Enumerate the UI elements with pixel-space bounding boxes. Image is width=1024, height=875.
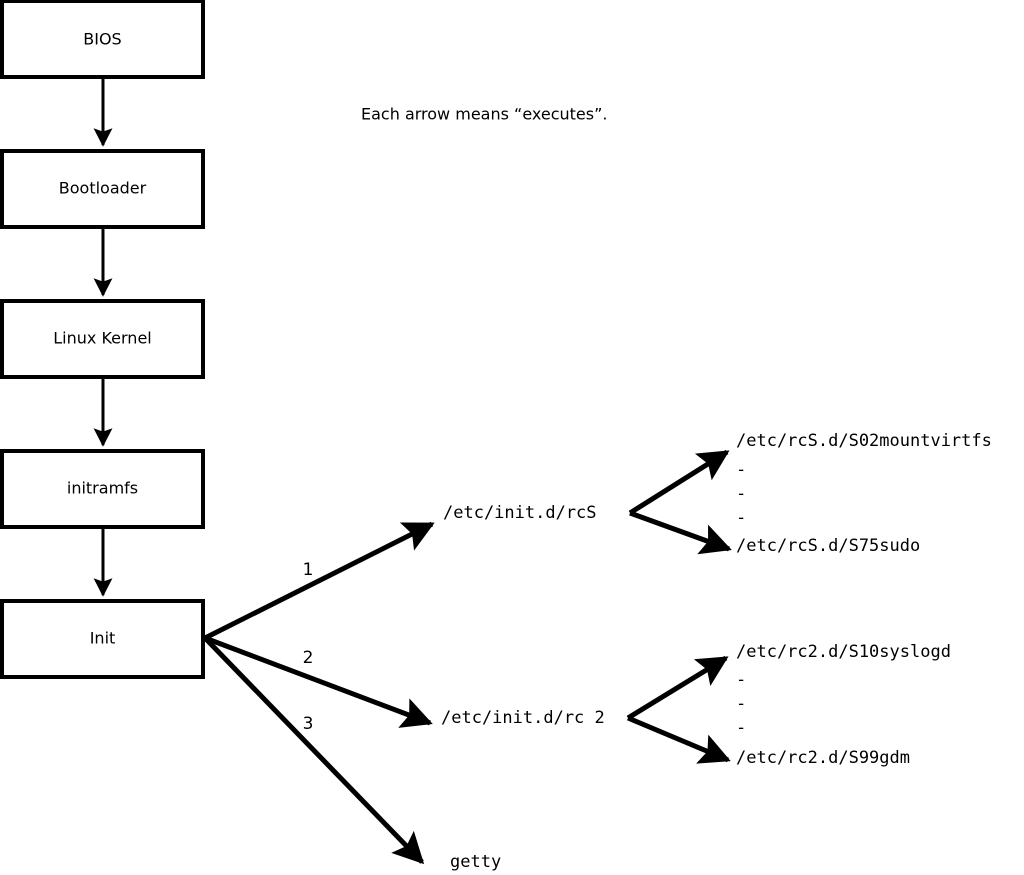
edge-init-to-rc2 — [204, 635, 433, 728]
rc2-script-first: /etc/rc2.d/S10syslogd — [736, 642, 951, 662]
edge-init-to-rcs — [203, 521, 435, 641]
node-linux-kernel-label: Linux Kernel — [53, 329, 151, 348]
node-initramfs-label: initramfs — [67, 479, 138, 498]
node-bootloader[interactable]: Bootloader — [0, 149, 205, 229]
rcs-script-last: /etc/rcS.d/S75sudo — [736, 536, 920, 556]
boot-chain-group: BIOS Bootloader Linux Kernel initramfs I — [0, 0, 205, 679]
rc2-script-edges — [626, 655, 731, 764]
caption-text: Each arrow means “executes”. — [361, 105, 607, 124]
node-rcs-label: /etc/init.d/rcS — [443, 503, 597, 523]
edge-rcs-to-last-script — [629, 510, 732, 555]
init-branch-edges: 1 2 3 — [203, 521, 435, 865]
rcs-script-first: /etc/rcS.d/S02mountvirtfs — [736, 431, 992, 451]
edge-rc2-to-first-script — [626, 655, 729, 721]
rc2-ellipsis-dash-1: - — [736, 670, 746, 690]
edge-label-1: 1 — [303, 560, 314, 580]
edge-init-to-getty — [203, 636, 425, 865]
edge-label-3: 3 — [303, 714, 314, 734]
rc2-ellipsis-dash-2: - — [736, 694, 746, 714]
node-bios-box[interactable] — [0, 0, 205, 79]
node-rc2-group[interactable]: /etc/init.d/rc 2 — [441, 708, 605, 728]
node-init-label: Init — [90, 629, 116, 648]
rcs-ellipsis-dash-2: - — [736, 484, 746, 504]
edge-rc2-to-last-script — [627, 715, 731, 764]
node-linux-kernel-box[interactable] — [0, 299, 205, 379]
node-init-box[interactable] — [0, 599, 205, 679]
rc2-script-last: /etc/rc2.d/S99gdm — [736, 748, 910, 768]
node-rcs-group[interactable]: /etc/init.d/rcS — [443, 503, 597, 523]
node-init[interactable]: Init — [0, 599, 205, 679]
edge-label-2: 2 — [303, 648, 314, 668]
node-bios-label: BIOS — [83, 30, 121, 49]
node-getty-group[interactable]: getty — [450, 852, 501, 872]
node-bootloader-label: Bootloader — [59, 179, 147, 198]
rc2-script-list: /etc/rc2.d/S10syslogd - - - /etc/rc2.d/S… — [736, 642, 951, 768]
rcs-script-edges — [628, 449, 732, 555]
node-bios[interactable]: BIOS — [0, 0, 205, 79]
node-rc2-label: /etc/init.d/rc 2 — [441, 708, 605, 728]
node-linux-kernel[interactable]: Linux Kernel — [0, 299, 205, 379]
rcs-script-list: /etc/rcS.d/S02mountvirtfs - - - /etc/rcS… — [736, 431, 992, 556]
node-initramfs[interactable]: initramfs — [0, 449, 205, 529]
rcs-ellipsis-dash-1: - — [736, 460, 746, 480]
rcs-ellipsis-dash-3: - — [736, 508, 746, 528]
node-getty-label: getty — [450, 852, 501, 872]
edge-rcs-to-first-script — [628, 449, 730, 516]
rc2-ellipsis-dash-3: - — [736, 718, 746, 738]
node-bootloader-box[interactable] — [0, 149, 205, 229]
